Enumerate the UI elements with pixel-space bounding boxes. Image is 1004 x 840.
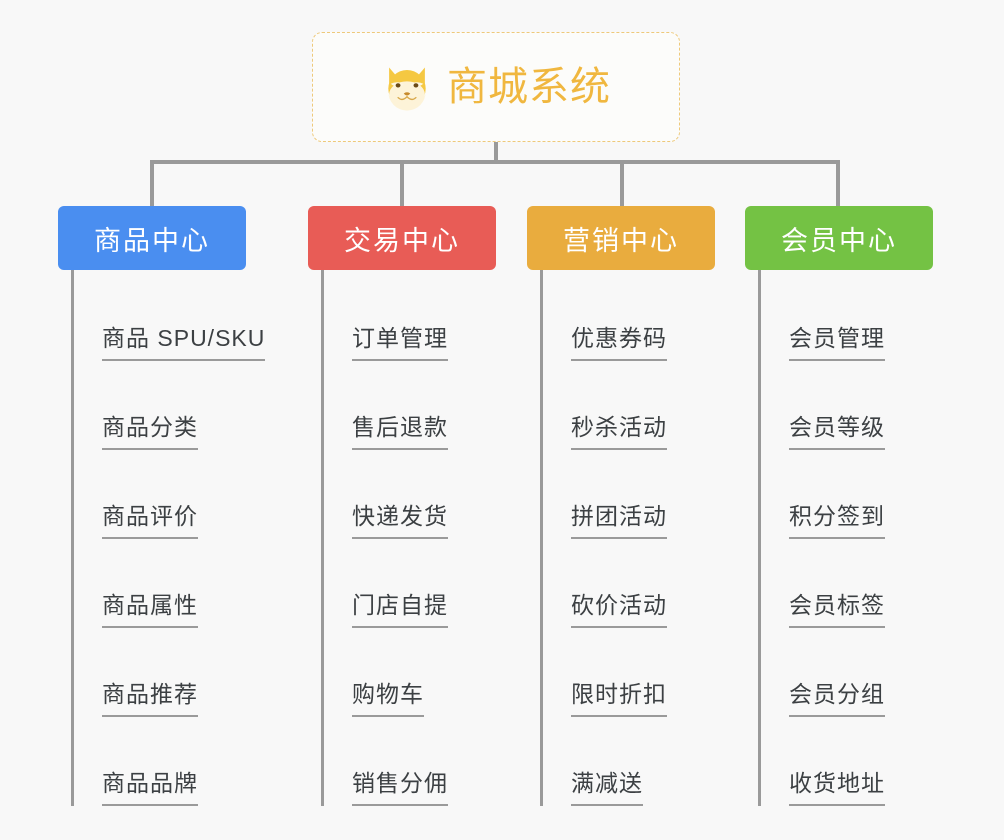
list-item-label: 会员等级 [789, 408, 885, 450]
list-item-label: 商品属性 [102, 586, 198, 628]
list-item-label: 会员分组 [789, 675, 885, 717]
list-item[interactable]: 销售分佣 [324, 717, 496, 806]
category-column-4: 会员中心 会员管理 会员等级 积分签到 会员标签 会员分组 收货地址 [745, 206, 933, 806]
list-item-label: 商品品牌 [102, 764, 198, 806]
category-header-label-4: 会员中心 [781, 225, 897, 256]
list-item[interactable]: 拼团活动 [543, 450, 715, 539]
list-item-label: 满减送 [571, 764, 643, 806]
category-header-3[interactable]: 营销中心 [527, 206, 715, 270]
list-item-label: 商品 SPU/SKU [102, 319, 266, 361]
connector-drop-4 [836, 160, 840, 206]
list-item-label: 商品分类 [102, 408, 198, 450]
list-item[interactable]: 优惠券码 [543, 272, 715, 361]
category-header-1[interactable]: 商品中心 [58, 206, 246, 270]
list-item[interactable]: 积分签到 [761, 450, 933, 539]
category-header-2[interactable]: 交易中心 [308, 206, 496, 270]
list-item-label: 购物车 [352, 675, 424, 717]
list-item[interactable]: 售后退款 [324, 361, 496, 450]
list-item-label: 会员标签 [789, 586, 885, 628]
list-item-label: 销售分佣 [352, 764, 448, 806]
list-item[interactable]: 订单管理 [324, 272, 496, 361]
root-title: 商城系统 [447, 65, 611, 109]
connector-drop-3 [620, 160, 624, 206]
list-item-label: 积分签到 [789, 497, 885, 539]
list-item-label: 优惠券码 [571, 319, 667, 361]
list-item-label: 商品推荐 [102, 675, 198, 717]
connector-horizontal-bus [150, 160, 840, 164]
list-item[interactable]: 会员等级 [761, 361, 933, 450]
root-node[interactable]: 商城系统 [312, 32, 680, 142]
list-item[interactable]: 商品属性 [74, 539, 246, 628]
list-item-label: 限时折扣 [571, 675, 667, 717]
list-item[interactable]: 会员分组 [761, 628, 933, 717]
list-item[interactable]: 满减送 [543, 717, 715, 806]
category-items-1: 商品 SPU/SKU 商品分类 商品评价 商品属性 商品推荐 商品品牌 [71, 270, 266, 806]
list-item[interactable]: 会员管理 [761, 272, 933, 361]
category-items-2: 订单管理 售后退款 快递发货 门店自提 购物车 销售分佣 [321, 270, 496, 806]
category-items-3: 优惠券码 秒杀活动 拼团活动 砍价活动 限时折扣 满减送 [540, 270, 715, 806]
list-item-label: 秒杀活动 [571, 408, 667, 450]
connector-root-stem [494, 142, 498, 164]
list-item-label: 拼团活动 [571, 497, 667, 539]
category-header-label-2: 交易中心 [344, 225, 460, 256]
category-column-3: 营销中心 优惠券码 秒杀活动 拼团活动 砍价活动 限时折扣 满减送 [527, 206, 715, 806]
connector-drop-1 [150, 160, 154, 206]
list-item[interactable]: 商品评价 [74, 450, 246, 539]
category-column-2: 交易中心 订单管理 售后退款 快递发货 门店自提 购物车 销售分佣 [308, 206, 496, 806]
list-item-label: 商品评价 [102, 497, 198, 539]
list-item[interactable]: 秒杀活动 [543, 361, 715, 450]
list-item-label: 收货地址 [789, 764, 885, 806]
list-item-label: 砍价活动 [571, 586, 667, 628]
list-item[interactable]: 收货地址 [761, 717, 933, 806]
list-item[interactable]: 商品 SPU/SKU [74, 272, 266, 361]
category-header-label-1: 商品中心 [94, 225, 210, 256]
list-item[interactable]: 购物车 [324, 628, 496, 717]
connector-drop-2 [400, 160, 404, 206]
list-item-label: 售后退款 [352, 408, 448, 450]
list-item[interactable]: 限时折扣 [543, 628, 715, 717]
list-item-label: 快递发货 [352, 497, 448, 539]
category-items-4: 会员管理 会员等级 积分签到 会员标签 会员分组 收货地址 [758, 270, 933, 806]
list-item[interactable]: 快递发货 [324, 450, 496, 539]
list-item[interactable]: 商品推荐 [74, 628, 246, 717]
list-item[interactable]: 商品分类 [74, 361, 246, 450]
shiba-dog-icon [388, 67, 426, 111]
list-item-label: 门店自提 [352, 586, 448, 628]
list-item[interactable]: 商品品牌 [74, 717, 246, 806]
list-item[interactable]: 会员标签 [761, 539, 933, 628]
list-item[interactable]: 门店自提 [324, 539, 496, 628]
list-item[interactable]: 砍价活动 [543, 539, 715, 628]
list-item-label: 订单管理 [352, 319, 448, 361]
category-header-label-3: 营销中心 [563, 225, 679, 256]
list-item-label: 会员管理 [789, 319, 885, 361]
category-column-1: 商品中心 商品 SPU/SKU 商品分类 商品评价 商品属性 商品推荐 商品品牌 [58, 206, 266, 806]
category-header-4[interactable]: 会员中心 [745, 206, 933, 270]
